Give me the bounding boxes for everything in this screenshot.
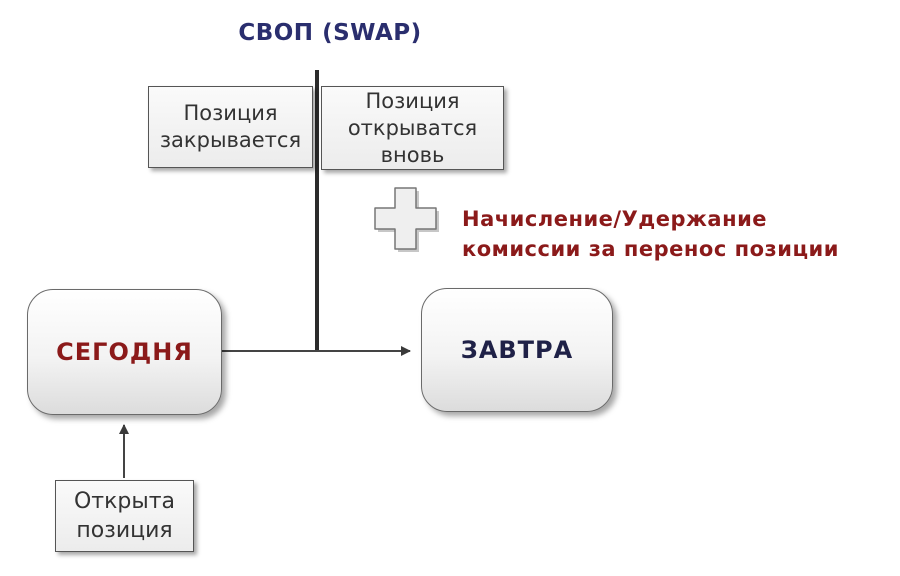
position-opened-line-1: Открыта	[73, 489, 176, 514]
fee-note: Начисление/Удержание комиссии за перенос…	[462, 204, 839, 264]
tomorrow-box: ЗАВТРА	[421, 288, 613, 412]
position-reopens-line-1: Позиция	[365, 88, 460, 113]
position-closes-line-2: закрывается	[159, 128, 302, 152]
fee-note-line-1: Начисление/Удержание	[462, 207, 768, 231]
swap-title: СВОП (SWAP)	[238, 20, 422, 46]
today-label: СЕГОДНЯ	[56, 338, 193, 366]
position-opened-line-2: позиция	[76, 518, 173, 543]
position-reopens-line-3: вновь	[380, 142, 445, 167]
position-opened-box: Открыта позиция	[55, 480, 194, 552]
plus-icon	[374, 187, 439, 252]
fee-note-line-2: комиссии за перенос позиции	[462, 237, 839, 261]
position-reopens-line-2: открыватся	[347, 115, 478, 140]
tomorrow-label: ЗАВТРА	[460, 336, 574, 364]
position-closes-box: Позиция закрывается	[148, 86, 313, 168]
position-reopens-box: Позиция открыватся вновь	[321, 86, 504, 170]
today-box: СЕГОДНЯ	[27, 289, 222, 415]
position-closes-line-1: Позиция	[183, 101, 278, 125]
